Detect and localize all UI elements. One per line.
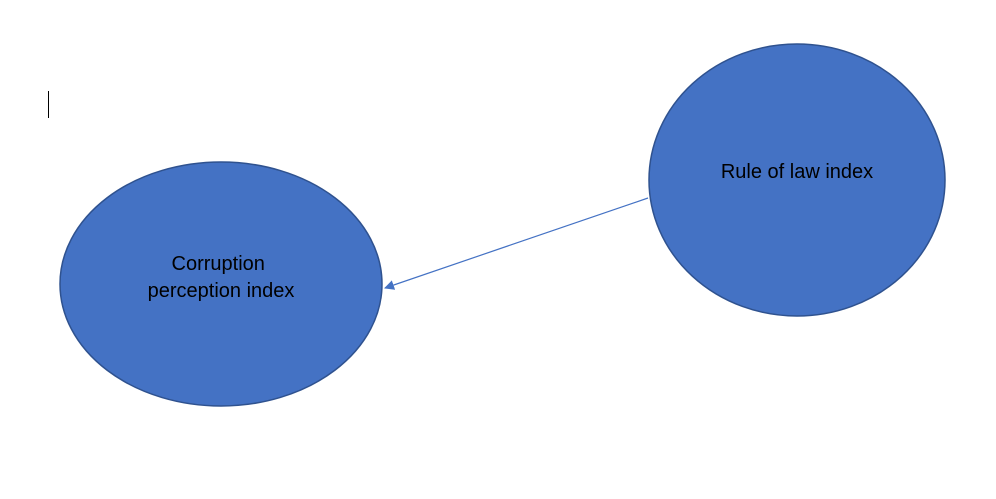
node-label-line: Corruption [172, 253, 265, 275]
node-label: Rule of law index [721, 161, 873, 183]
node-label-line: Rule of law index [721, 161, 873, 183]
node-shape [648, 43, 946, 317]
node-label-line: perception index [148, 280, 295, 302]
node-label: Corruption perception index [148, 253, 295, 302]
text-cursor [48, 91, 49, 118]
node-shape [59, 161, 383, 407]
edge-rule-of-law-to-corruption [384, 197, 649, 290]
node-rule-of-law-index[interactable]: Rule of law index [648, 43, 946, 317]
node-corruption-perception-index[interactable]: Corruption perception index [59, 161, 383, 407]
